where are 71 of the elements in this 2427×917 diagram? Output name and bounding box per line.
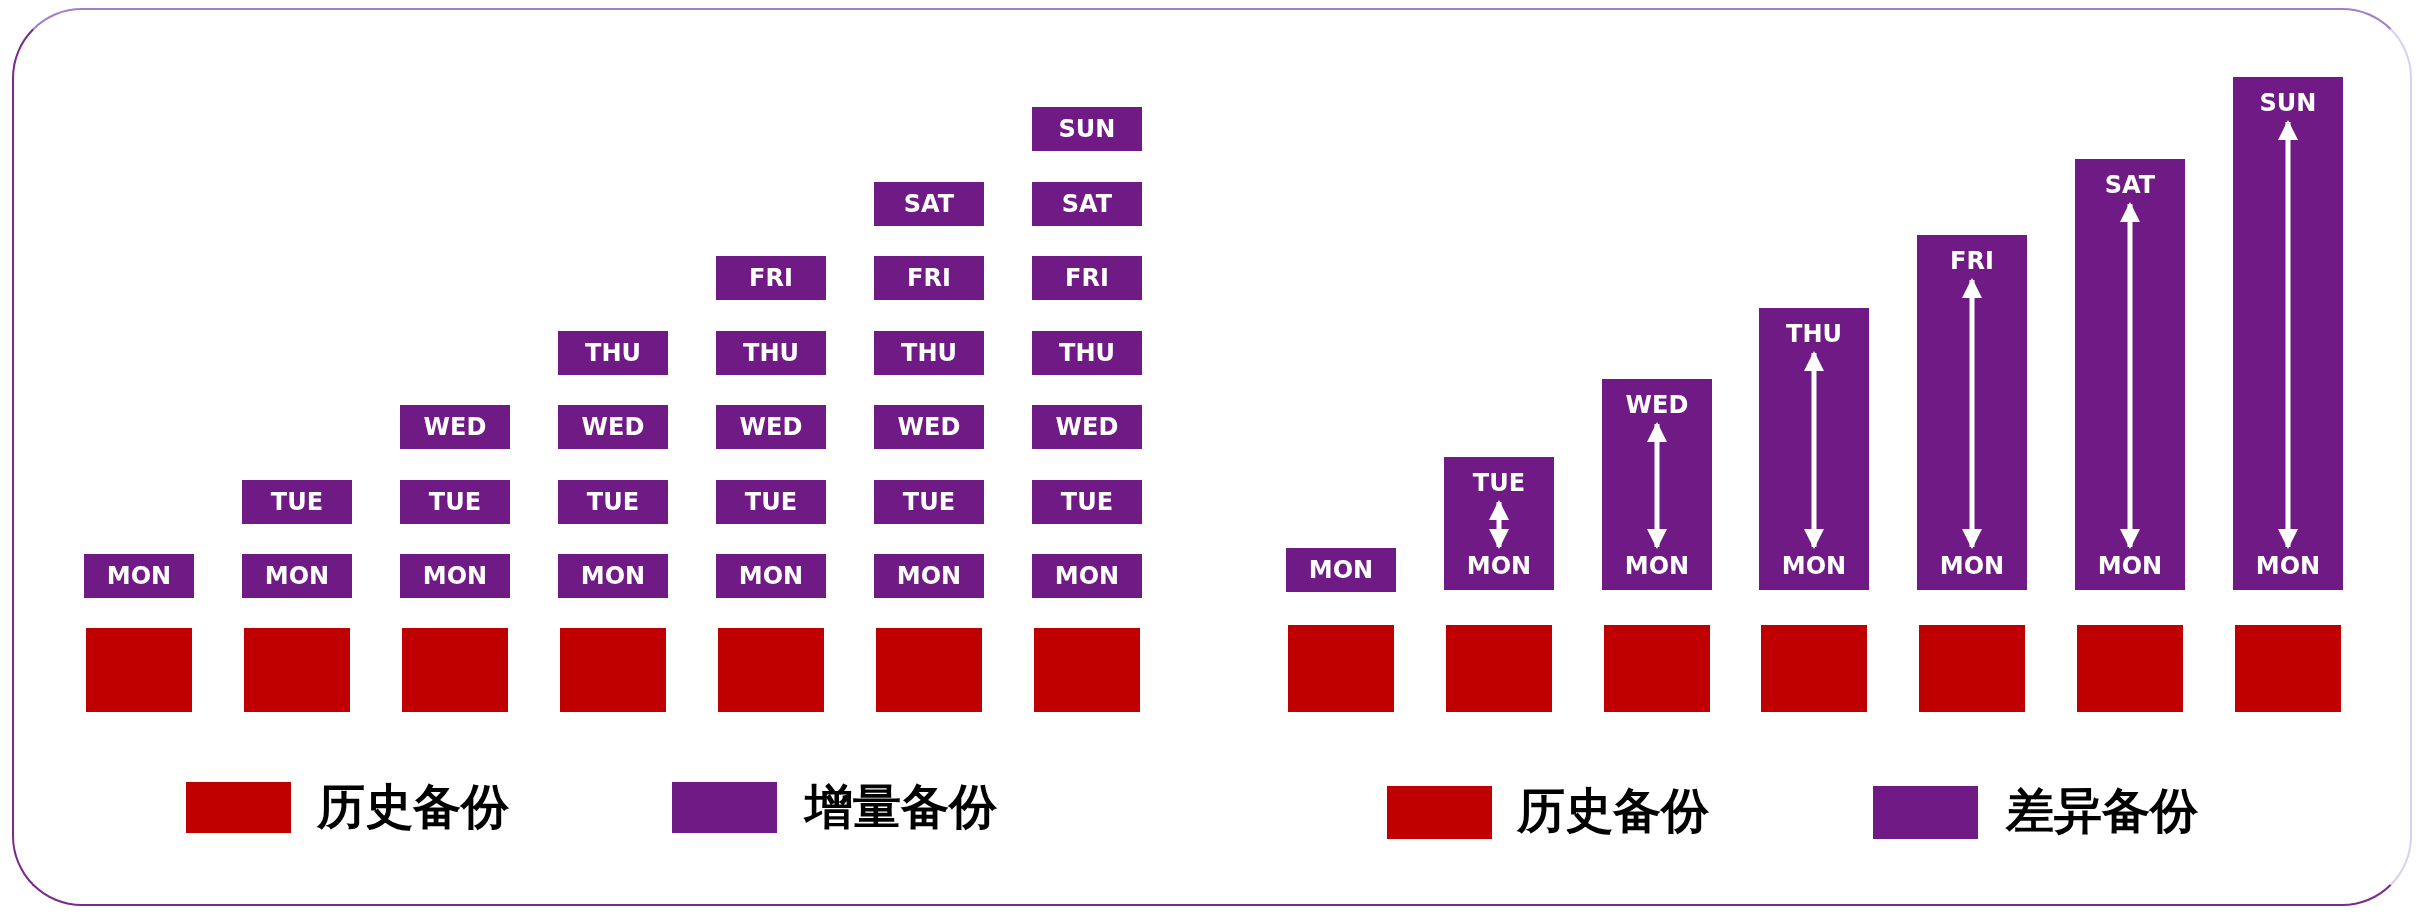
backup-bar [2075,159,2185,590]
legend-label: 增量备份 [805,780,997,833]
backup-block [1604,625,1710,712]
day-label: THU [1774,316,1854,352]
day-box: FRI [716,256,826,300]
day-box: TUE [558,479,668,524]
backup-block [2235,625,2341,712]
day-box: SUN [1032,107,1142,151]
backup-block [1288,625,1394,712]
backup-block [1919,625,2025,712]
day-box: WED [400,405,510,449]
backup-block [876,628,982,712]
day-box: WED [1032,405,1142,449]
backup-block [718,628,824,712]
day-label: MON [2248,548,2328,584]
day-box: TUE [1032,479,1142,524]
day-label: TUE [1459,465,1539,501]
day-box: THU [558,330,668,375]
double-arrow [1804,351,1824,549]
backup-block [2077,625,2183,712]
day-box: THU [1032,330,1142,375]
backup-bar [1917,235,2027,590]
day-box: WED [558,405,668,449]
day-label: WED [1617,387,1697,423]
day-label: SUN [2248,85,2328,121]
day-label: SAT [2090,167,2170,203]
day-box: WED [874,405,984,449]
day-box: THU [716,330,826,375]
double-arrow [1962,278,1982,549]
day-box: MON [716,554,826,598]
backup-block [1034,628,1140,712]
day-label: FRI [1932,243,2012,279]
day-box: MON [1032,554,1142,598]
day-label: MON [1617,548,1697,584]
backup-block [1446,625,1552,712]
day-box: SAT [874,181,984,226]
day-box: MON [874,554,984,598]
day-box: FRI [1032,256,1142,300]
day-box: THU [874,330,984,375]
backup-block [402,628,508,712]
backup-block [1761,625,1867,712]
double-arrow [2278,120,2298,549]
day-box: WED [716,405,826,449]
day-box: MON [1286,548,1396,592]
day-box: MON [242,554,352,598]
double-arrow [2120,202,2140,549]
day-box: MON [558,554,668,598]
legend-label: 历史备份 [1517,784,1709,837]
backup-block [244,628,350,712]
backup-bar [1602,379,1712,590]
backup-block [560,628,666,712]
day-label: MON [2090,548,2170,584]
backup-bar [1444,457,1554,590]
backup-bar [1759,308,1869,590]
legend-label: 历史备份 [317,780,509,833]
backup-bar [2233,77,2343,590]
day-box: TUE [242,479,352,524]
day-box: MON [84,554,194,598]
day-label: MON [1459,548,1539,584]
day-box: TUE [716,479,826,524]
day-box: SAT [1032,181,1142,226]
day-box: MON [400,554,510,598]
double-arrow [1647,422,1667,549]
day-box: TUE [400,479,510,524]
day-box: FRI [874,256,984,300]
day-label: MON [1932,548,2012,584]
day-label: MON [1774,548,1854,584]
legend-label: 差异备份 [2006,784,2198,837]
double-arrow [1489,500,1509,549]
day-box: TUE [874,479,984,524]
backup-block [86,628,192,712]
